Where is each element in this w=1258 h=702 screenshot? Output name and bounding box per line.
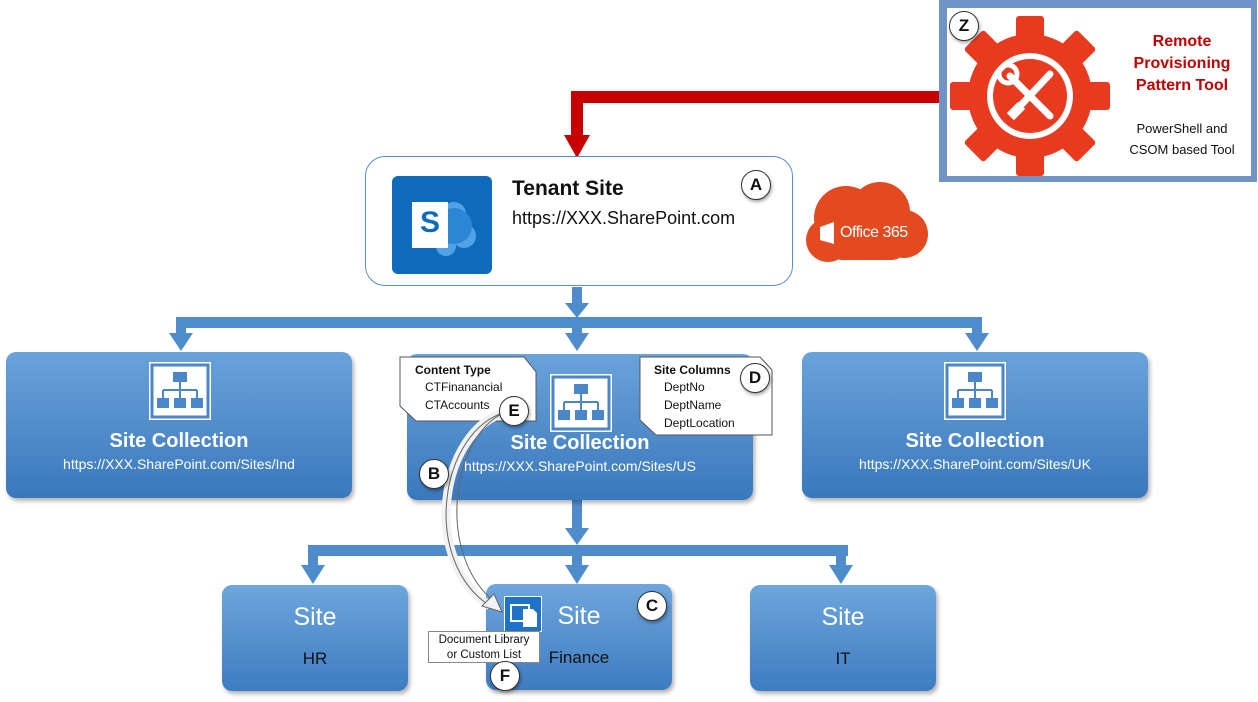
tenant-title: Tenant Site — [512, 177, 624, 200]
collection-tree-arrows — [301, 500, 853, 584]
site-collection-url: https://XXX.SharePoint.com/Sites/Ind — [63, 456, 295, 472]
site-collection-title: Site Collection — [905, 430, 1045, 452]
site-name: HR — [302, 649, 328, 668]
tool-subtitle: PowerShell and CSOM based Tool — [1118, 118, 1246, 160]
site-collection-url: https://XXX.SharePoint.com/Sites/US — [464, 458, 696, 474]
site-hr: Site HR — [222, 585, 408, 691]
tenant-url: https://XXX.SharePoint.com — [512, 208, 736, 228]
tool-sub-line: CSOM based Tool — [1129, 142, 1235, 157]
tool-sub-line: PowerShell and — [1136, 121, 1228, 136]
site-title: Site — [821, 603, 865, 631]
document-library-label: Document Library or Custom List — [428, 631, 540, 663]
content-type-heading: Content Type — [415, 363, 491, 377]
badge-e: E — [499, 396, 529, 426]
sharepoint-letter: S — [419, 206, 440, 239]
office365-label: Office 365 — [840, 224, 908, 241]
tool-title: Remote Provisioning Pattern Tool — [1118, 31, 1246, 97]
document-library-line: Document Library — [438, 634, 530, 646]
hierarchy-icon — [944, 362, 1006, 420]
hierarchy-icon — [550, 374, 612, 432]
tool-title-line: Pattern Tool — [1135, 77, 1229, 94]
badge-z: Z — [949, 11, 979, 41]
site-title: Site — [293, 603, 337, 631]
hierarchy-icon — [149, 362, 211, 420]
site-column-item: DeptName — [664, 398, 722, 412]
badge-d: D — [740, 363, 770, 393]
badge-c: C — [637, 591, 667, 621]
site-column-item: DeptLocation — [664, 416, 735, 430]
site-collection-title: Site Collection — [510, 432, 650, 454]
site-collection-uk: Site Collection https://XXX.SharePoint.c… — [802, 352, 1148, 498]
site-it: Site IT — [750, 585, 936, 691]
document-library-icon — [504, 596, 542, 632]
content-type-item: CTAccounts — [425, 398, 490, 412]
sharepoint-icon: S — [392, 176, 492, 274]
site-name: IT — [835, 649, 851, 668]
badge-a: A — [741, 170, 771, 200]
document-library-line: or Custom List — [446, 649, 522, 661]
tool-title-line: Remote — [1152, 33, 1212, 50]
site-collection-url: https://XXX.SharePoint.com/Sites/UK — [859, 456, 1091, 472]
site-title: Site — [557, 602, 601, 630]
content-type-item: CTFinanancial — [425, 380, 503, 394]
site-columns-heading: Site Columns — [654, 363, 731, 377]
site-column-item: DeptNo — [664, 380, 705, 394]
tool-title-line: Provisioning — [1133, 55, 1231, 72]
badge-f: F — [490, 661, 520, 691]
tenant-tree-arrows — [169, 287, 989, 351]
red-arrow — [564, 91, 939, 158]
site-collection-title: Site Collection — [109, 430, 249, 452]
badge-b: B — [419, 459, 449, 489]
site-name: Finance — [548, 648, 610, 667]
site-collection-ind: Site Collection https://XXX.SharePoint.c… — [6, 352, 352, 498]
